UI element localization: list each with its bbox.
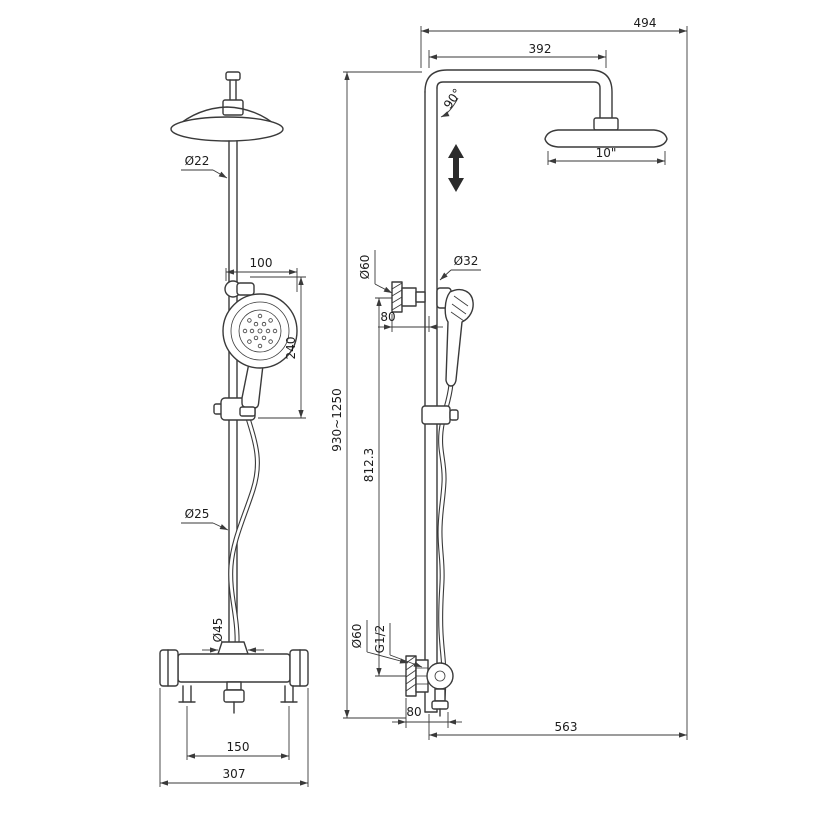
dim-label-front-head-pipe-dia: Ø22 [185,154,210,168]
valve-body-side [426,662,454,690]
dim-label-front-slide-span: 240 [284,337,298,360]
dim-front-valve-width: 307 [159,688,309,787]
dim-side-head-diameter: 10" [547,146,666,165]
dim-front-slide-span: 240 [250,276,306,419]
dim-label-side-head-diameter: 10" [596,146,617,160]
valve-body [177,653,291,683]
dim-front-valve-connector-dia: Ø45 [202,618,264,653]
dim-side-riser-dia: Ø32 [439,254,481,281]
dim-label-side-bend-angle: 90° [441,86,465,111]
dim-label-side-valve-depth: 80 [406,705,421,719]
slider-ring-side [421,405,459,425]
dim-label-front-holder-width: 100 [250,256,273,270]
rain-head-side [544,117,668,148]
riser-pipe-side [424,69,613,713]
rain-head-front [170,106,284,142]
dim-side-inlet-thread: G1/2 [373,623,423,668]
dim-front-riser-dia: Ø25 [181,507,229,531]
dim-side-arm-length: 392 [428,42,607,68]
hand-shower-handle [241,362,264,409]
valve-outlet [226,681,242,691]
mixer-valve-front [159,641,309,714]
head-connector-nut [593,117,619,131]
dim-side-overall-reach: 494 [420,16,688,740]
dim-front-inlet-spacing: 150 [186,706,290,760]
bottom-valve-side [405,655,454,717]
dim-label-side-bracket-flange-dia: Ø60 [358,255,372,280]
dim-label-front-riser-dia: Ø25 [185,507,210,521]
dim-side-valve-flange-dia: Ø60 [350,620,409,664]
dim-label-side-arm-length: 392 [529,42,552,56]
riser-pipe-front [228,140,238,643]
dim-label-side-height-range: 930~1250 [330,388,344,452]
hand-shower-side [436,287,474,387]
valve-outlet-nut [223,689,245,703]
dim-label-side-valve-flange-dia: Ø60 [350,624,364,649]
dim-side-body-height: 812.3 [362,297,406,677]
front-view [159,71,309,714]
valve-stem-side [434,688,446,702]
dim-front-head-pipe-dia: Ø22 [181,154,228,179]
dim-side-bend-angle: 90° [440,86,465,118]
wall-bracket-side [391,281,426,313]
dim-side-height-range: 930~1250 [330,71,422,719]
valve-left-handle [159,649,179,687]
hand-shower-hose-nut [239,406,256,417]
dim-label-front-inlet-spacing: 150 [227,740,250,754]
dim-side-base-reach: 563 [428,714,687,740]
dim-label-side-body-height: 812.3 [362,448,376,482]
dim-side-valve-depth: 80 [392,698,462,728]
dim-label-side-riser-dia: Ø32 [454,254,479,268]
dim-label-side-bracket-depth: 80 [380,310,395,324]
height-adjust-arrow [448,144,464,192]
dim-label-side-overall-reach: 494 [634,16,657,30]
dim-front-holder-width: 100 [225,256,298,292]
hand-shower-holder-front [224,280,255,298]
valve-escutcheon [217,641,249,655]
dim-side-bracket-flange-dia: Ø60 [358,250,393,294]
dim-side-bracket-depth: 80 [378,310,443,332]
dim-label-side-inlet-thread: G1/2 [373,625,387,654]
side-view [391,69,668,717]
valve-right-handle [289,649,309,687]
dim-label-front-valve-connector-dia: Ø45 [211,618,225,643]
dim-label-front-valve-width: 307 [223,767,246,781]
hand-shower-front [222,293,298,417]
valve-cap-side [431,700,449,710]
dim-label-side-base-reach: 563 [555,720,578,734]
shower-hose-side [437,381,454,705]
